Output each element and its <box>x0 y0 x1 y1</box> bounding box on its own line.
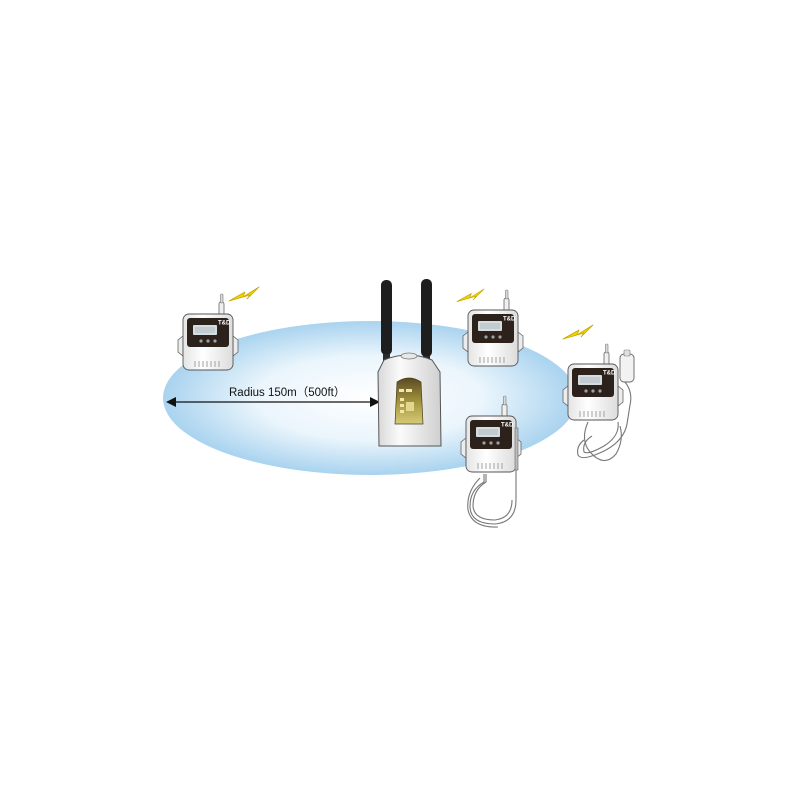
signal-bolt-icon <box>228 286 260 302</box>
signal-bolt-icon <box>562 324 594 340</box>
signal-bolt-icon <box>456 288 485 302</box>
wireless-logger-with-humidity-sensor <box>562 343 635 462</box>
radius-label: Radius 150m（500ft） <box>229 386 345 399</box>
radius-arrow <box>166 397 380 407</box>
wireless-logger-left <box>177 293 239 371</box>
wireless-logger-with-cable-probe <box>460 395 522 528</box>
base-station-icon <box>377 279 442 447</box>
wireless-logger-top <box>462 289 524 367</box>
